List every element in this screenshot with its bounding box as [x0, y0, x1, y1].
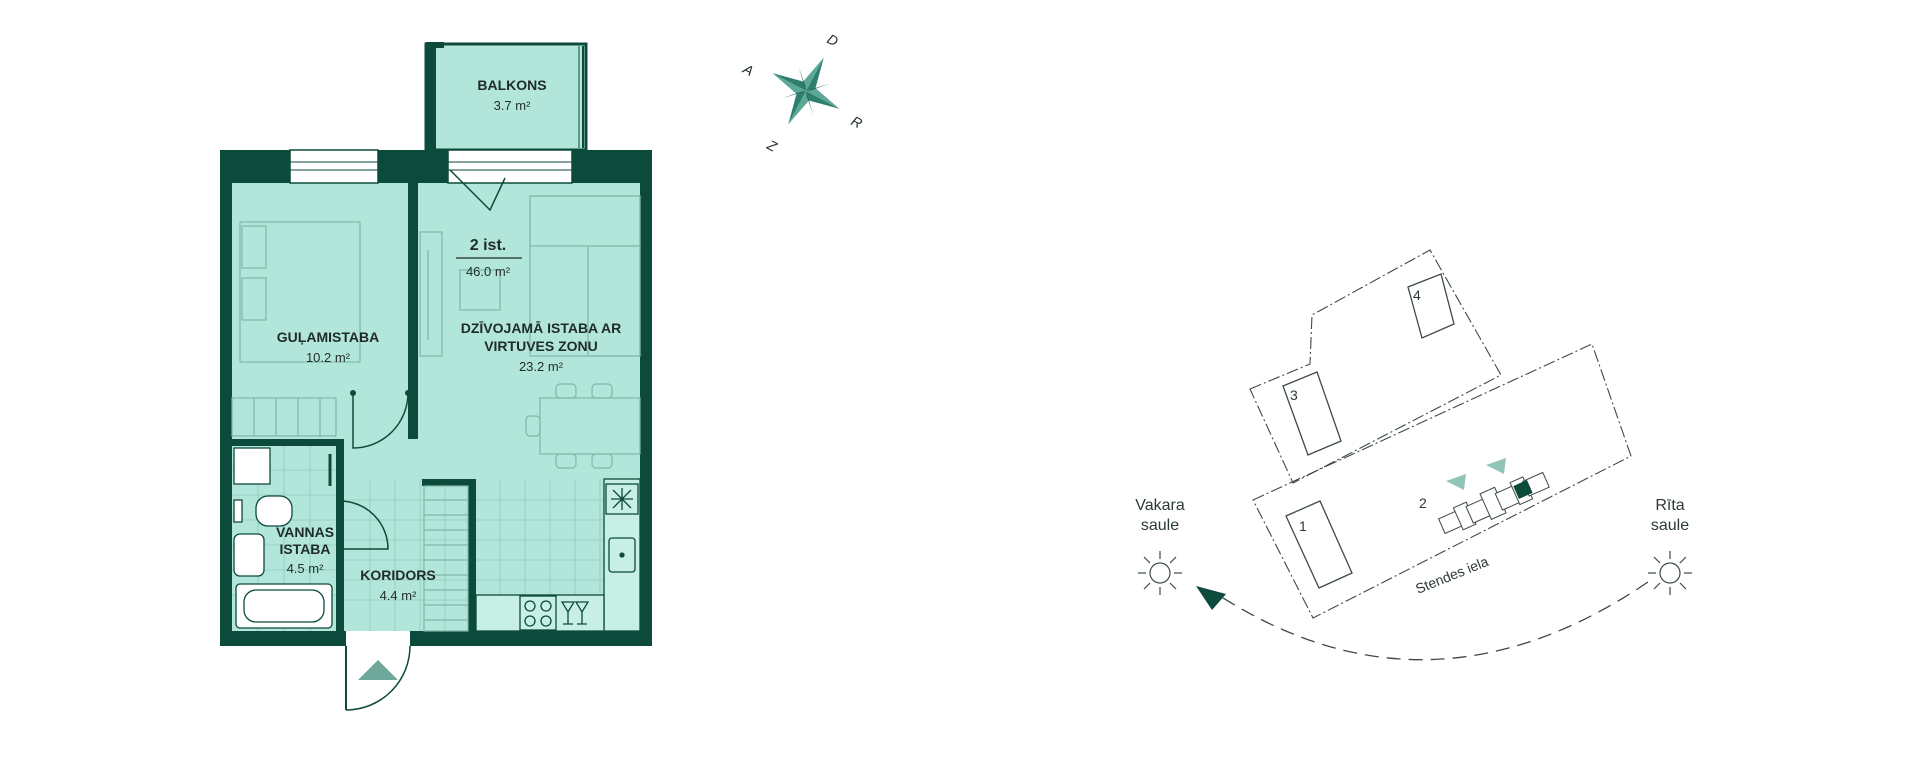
balcony-floor	[424, 42, 588, 152]
entrance-marker-left-icon	[1446, 474, 1466, 490]
corridor-wardrobe	[423, 485, 469, 632]
room-labels: BALKONS 3.7 m² 2 ist. 46.0 m² GUĻAMISTAB…	[276, 77, 621, 603]
building-4-label: 4	[1413, 287, 1421, 303]
kitchen-fixtures	[475, 478, 641, 632]
living-area: 23.2 m²	[519, 359, 564, 374]
living-window	[447, 149, 573, 184]
pillow	[241, 225, 267, 269]
building-3-label: 3	[1290, 387, 1298, 403]
entrance-door-swing	[345, 645, 411, 711]
building-1	[1285, 500, 1353, 589]
morning-sun-icon	[1648, 551, 1692, 595]
fridge	[605, 483, 639, 515]
site-plot-lower	[1252, 343, 1632, 619]
floor-plan	[220, 42, 652, 711]
compass-east: A	[740, 60, 757, 79]
corridor-area: 4.4 m²	[380, 588, 418, 603]
washing-machine	[233, 447, 271, 485]
kitchen-sink	[608, 537, 636, 573]
bedroom-area: 10.2 m²	[306, 350, 351, 365]
building-2-label: 2	[1419, 495, 1427, 511]
wall-bedroom-bath	[232, 439, 336, 446]
entrance-marker-right-icon	[1486, 458, 1506, 474]
cooktop	[519, 595, 557, 631]
apartment-highlight-marker	[1513, 480, 1533, 499]
bedroom-door-swing	[352, 392, 409, 449]
morning-sun-label-line2: saule	[1651, 517, 1689, 534]
balcony-door-swing	[449, 169, 506, 212]
wardrobe	[231, 397, 337, 437]
building-3	[1282, 371, 1342, 456]
morning-sun-label-line1: Rīta	[1655, 497, 1684, 514]
sun-path-arrow-icon	[1196, 586, 1226, 610]
bedroom-window	[289, 149, 379, 184]
bathroom-fixtures	[233, 447, 333, 629]
bed	[239, 221, 361, 363]
living-name-line1: DZĪVOJAMĀ ISTABA AR	[461, 320, 621, 336]
sun-path-arc	[1219, 581, 1649, 661]
wine-glass-icon	[560, 601, 576, 625]
corridor-name: KORIDORS	[360, 567, 435, 583]
wall-bath-corridor	[336, 439, 344, 501]
balcony-rail-top	[426, 42, 444, 48]
bedroom-name: GUĻAMISTABA	[277, 329, 379, 345]
wall-corridor-kitchen	[422, 479, 470, 486]
wall-bedroom-living	[408, 183, 418, 393]
site-plan	[1249, 249, 1632, 619]
coffee-table	[459, 269, 501, 311]
bedroom-furniture	[231, 221, 361, 437]
evening-sun-icon	[1138, 551, 1182, 595]
toilet	[255, 495, 293, 527]
compass-rose-icon	[772, 57, 840, 125]
compass-north: Z	[764, 136, 780, 155]
compass-south: D	[825, 31, 841, 50]
building-2-footprint	[1437, 471, 1550, 535]
entrance-gap	[346, 631, 410, 646]
evening-sun-label-line2: saule	[1141, 517, 1179, 534]
evening-sun-label-line1: Vakara	[1135, 497, 1185, 514]
balcony-area: 3.7 m²	[494, 98, 532, 113]
building-4	[1407, 273, 1455, 339]
balcony-rail-left	[426, 44, 436, 150]
corridor-floor	[344, 479, 468, 631]
balcony-name: BALKONS	[477, 77, 546, 93]
street-label: Stendes iela	[1413, 553, 1491, 597]
unit-rooms-label: 2 ist.	[470, 237, 506, 254]
living-floor	[418, 183, 640, 479]
building-1-label: 1	[1299, 518, 1307, 534]
entrance-arrow-icon	[358, 660, 398, 680]
living-furniture	[419, 195, 641, 469]
living-name-line2: VIRTUVES ZONU	[484, 338, 598, 354]
site-plot-upper	[1249, 249, 1502, 484]
tv-unit	[419, 231, 443, 357]
compass-west: R	[849, 113, 865, 132]
bathroom-name-line2: ISTABA	[279, 541, 330, 557]
bathroom-name-line1: VANNAS	[276, 524, 334, 540]
washbasin	[233, 533, 265, 577]
bathroom-door-swing	[339, 500, 389, 550]
bathroom-area: 4.5 m²	[287, 561, 325, 576]
unit-total-area: 46.0 m²	[466, 264, 511, 279]
site-buildings	[1282, 273, 1455, 589]
